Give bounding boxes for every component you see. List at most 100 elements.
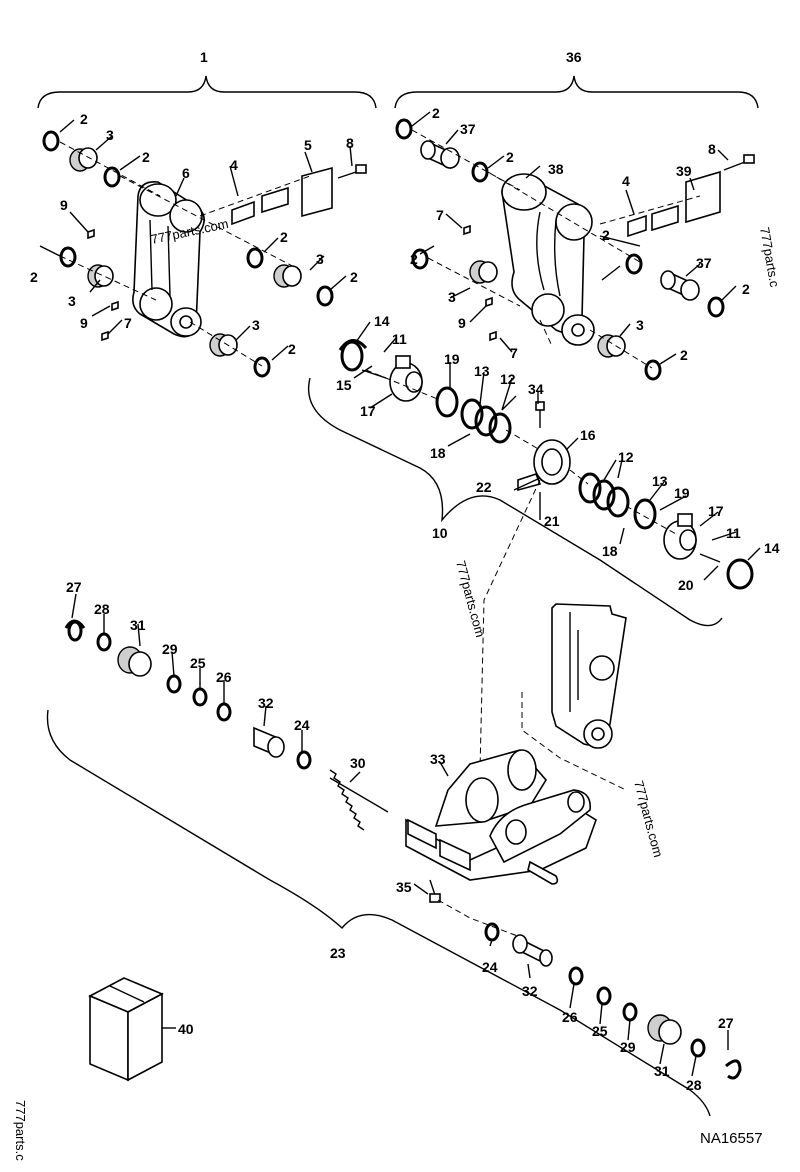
callout-8: 8: [708, 141, 716, 157]
callout-35: 35: [396, 879, 412, 895]
callout-2: 2: [602, 227, 610, 243]
shim-part-4b: [261, 186, 289, 214]
callout-10: 10: [432, 525, 448, 541]
callout-23: 23: [330, 945, 346, 961]
shaft-components-lower: [484, 922, 742, 1080]
callout-37: 37: [460, 121, 476, 137]
callout-8: 8: [346, 135, 354, 151]
callout-37: 37: [696, 255, 712, 271]
pin-part-32b: [512, 934, 553, 967]
callout-20: 20: [678, 577, 694, 593]
callout-5: 5: [304, 137, 312, 153]
callout-27: 27: [66, 579, 82, 595]
callout-9: 9: [80, 315, 88, 331]
spring-part-30: [329, 769, 389, 831]
link-assembly-36: [395, 118, 755, 381]
callout-28: 28: [94, 601, 110, 617]
callout-6: 6: [182, 165, 190, 181]
callout-2: 2: [506, 149, 514, 165]
callout-24: 24: [294, 717, 310, 733]
callout-32: 32: [522, 983, 538, 999]
brace-group-23: [46, 709, 711, 1117]
callout-9: 9: [458, 315, 466, 331]
callout-38: 38: [548, 161, 564, 177]
brace-group-1: [37, 75, 377, 109]
callout-22: 22: [476, 479, 492, 495]
callout-12: 12: [618, 449, 634, 465]
end-cap-17b: [663, 513, 697, 560]
callout-2: 2: [680, 347, 688, 363]
callout-9: 9: [60, 197, 68, 213]
plate-part-39: [685, 170, 721, 224]
bushing-3c: [87, 264, 114, 288]
callout-11: 11: [726, 525, 741, 541]
callout-13: 13: [652, 473, 668, 489]
callout-2: 2: [280, 229, 288, 245]
callout-29: 29: [620, 1039, 636, 1055]
callout-2: 2: [350, 269, 358, 285]
brace-group-10: [308, 377, 723, 627]
shaft-components-upper: [64, 619, 389, 831]
callout-34: 34: [528, 381, 544, 397]
callout-17: 17: [708, 503, 724, 519]
cylinder-part-16: [517, 439, 571, 492]
callout-labels: 1 36 2 3 2 6 4 5 8 9 2 2 3 3 2 9 7 3 2 2…: [30, 49, 780, 1093]
callout-3: 3: [252, 317, 260, 333]
callout-4: 4: [622, 173, 630, 189]
diagram-code: NA16557: [700, 1130, 763, 1147]
watermark-text: 777parts.com: [631, 779, 666, 859]
callout-11: 11: [392, 331, 407, 347]
bushing-37a: [420, 140, 460, 170]
callout-15: 15: [336, 377, 352, 393]
callout-40: 40: [178, 1021, 194, 1037]
bushing-3e: [469, 260, 498, 284]
watermark-text: 777parts.c: [13, 1100, 28, 1161]
bushing-3d: [209, 333, 238, 357]
plate-part-5: [301, 166, 333, 218]
callout-14: 14: [764, 540, 780, 556]
callout-2: 2: [30, 269, 38, 285]
shim-part-4c: [627, 214, 647, 238]
callout-14: 14: [374, 313, 390, 329]
callout-13: 13: [474, 363, 490, 379]
callout-31: 31: [654, 1063, 670, 1079]
callout-2: 2: [432, 105, 440, 121]
callout-3: 3: [68, 293, 76, 309]
coupler-frame-33: [405, 692, 627, 941]
callout-36: 36: [566, 49, 582, 65]
callout-7: 7: [124, 315, 132, 331]
cylinder-part-31a: [117, 646, 152, 677]
bushing-3b: [273, 264, 302, 288]
brace-group-36: [394, 75, 759, 109]
callout-39: 39: [676, 163, 692, 179]
watermark-text: 777parts.c: [757, 226, 782, 289]
callout-21: 21: [544, 513, 560, 529]
callout-30: 30: [350, 755, 366, 771]
leader-lines: [39, 111, 761, 1077]
bushing-3a: [69, 147, 98, 172]
callout-4: 4: [230, 157, 238, 173]
callout-27: 27: [718, 1015, 734, 1031]
callout-16: 16: [580, 427, 596, 443]
shim-part-4a: [231, 200, 255, 226]
callout-26: 26: [216, 669, 232, 685]
cylinder-assembly-10: [338, 339, 754, 771]
callout-2: 2: [142, 149, 150, 165]
kit-box-40: [88, 977, 176, 1082]
callout-24: 24: [482, 959, 498, 975]
callout-7: 7: [436, 207, 444, 223]
link-assembly-1: [42, 130, 367, 378]
callout-3: 3: [316, 251, 324, 267]
callout-32: 32: [258, 695, 274, 711]
shim-part-4d: [651, 204, 679, 232]
callout-33: 33: [430, 751, 446, 767]
callout-2: 2: [288, 341, 296, 357]
callout-2: 2: [742, 281, 750, 297]
callout-19: 19: [444, 351, 460, 367]
callout-18: 18: [602, 543, 618, 559]
callout-1: 1: [200, 49, 208, 65]
callout-12: 12: [500, 371, 516, 387]
callout-2: 2: [80, 111, 88, 127]
